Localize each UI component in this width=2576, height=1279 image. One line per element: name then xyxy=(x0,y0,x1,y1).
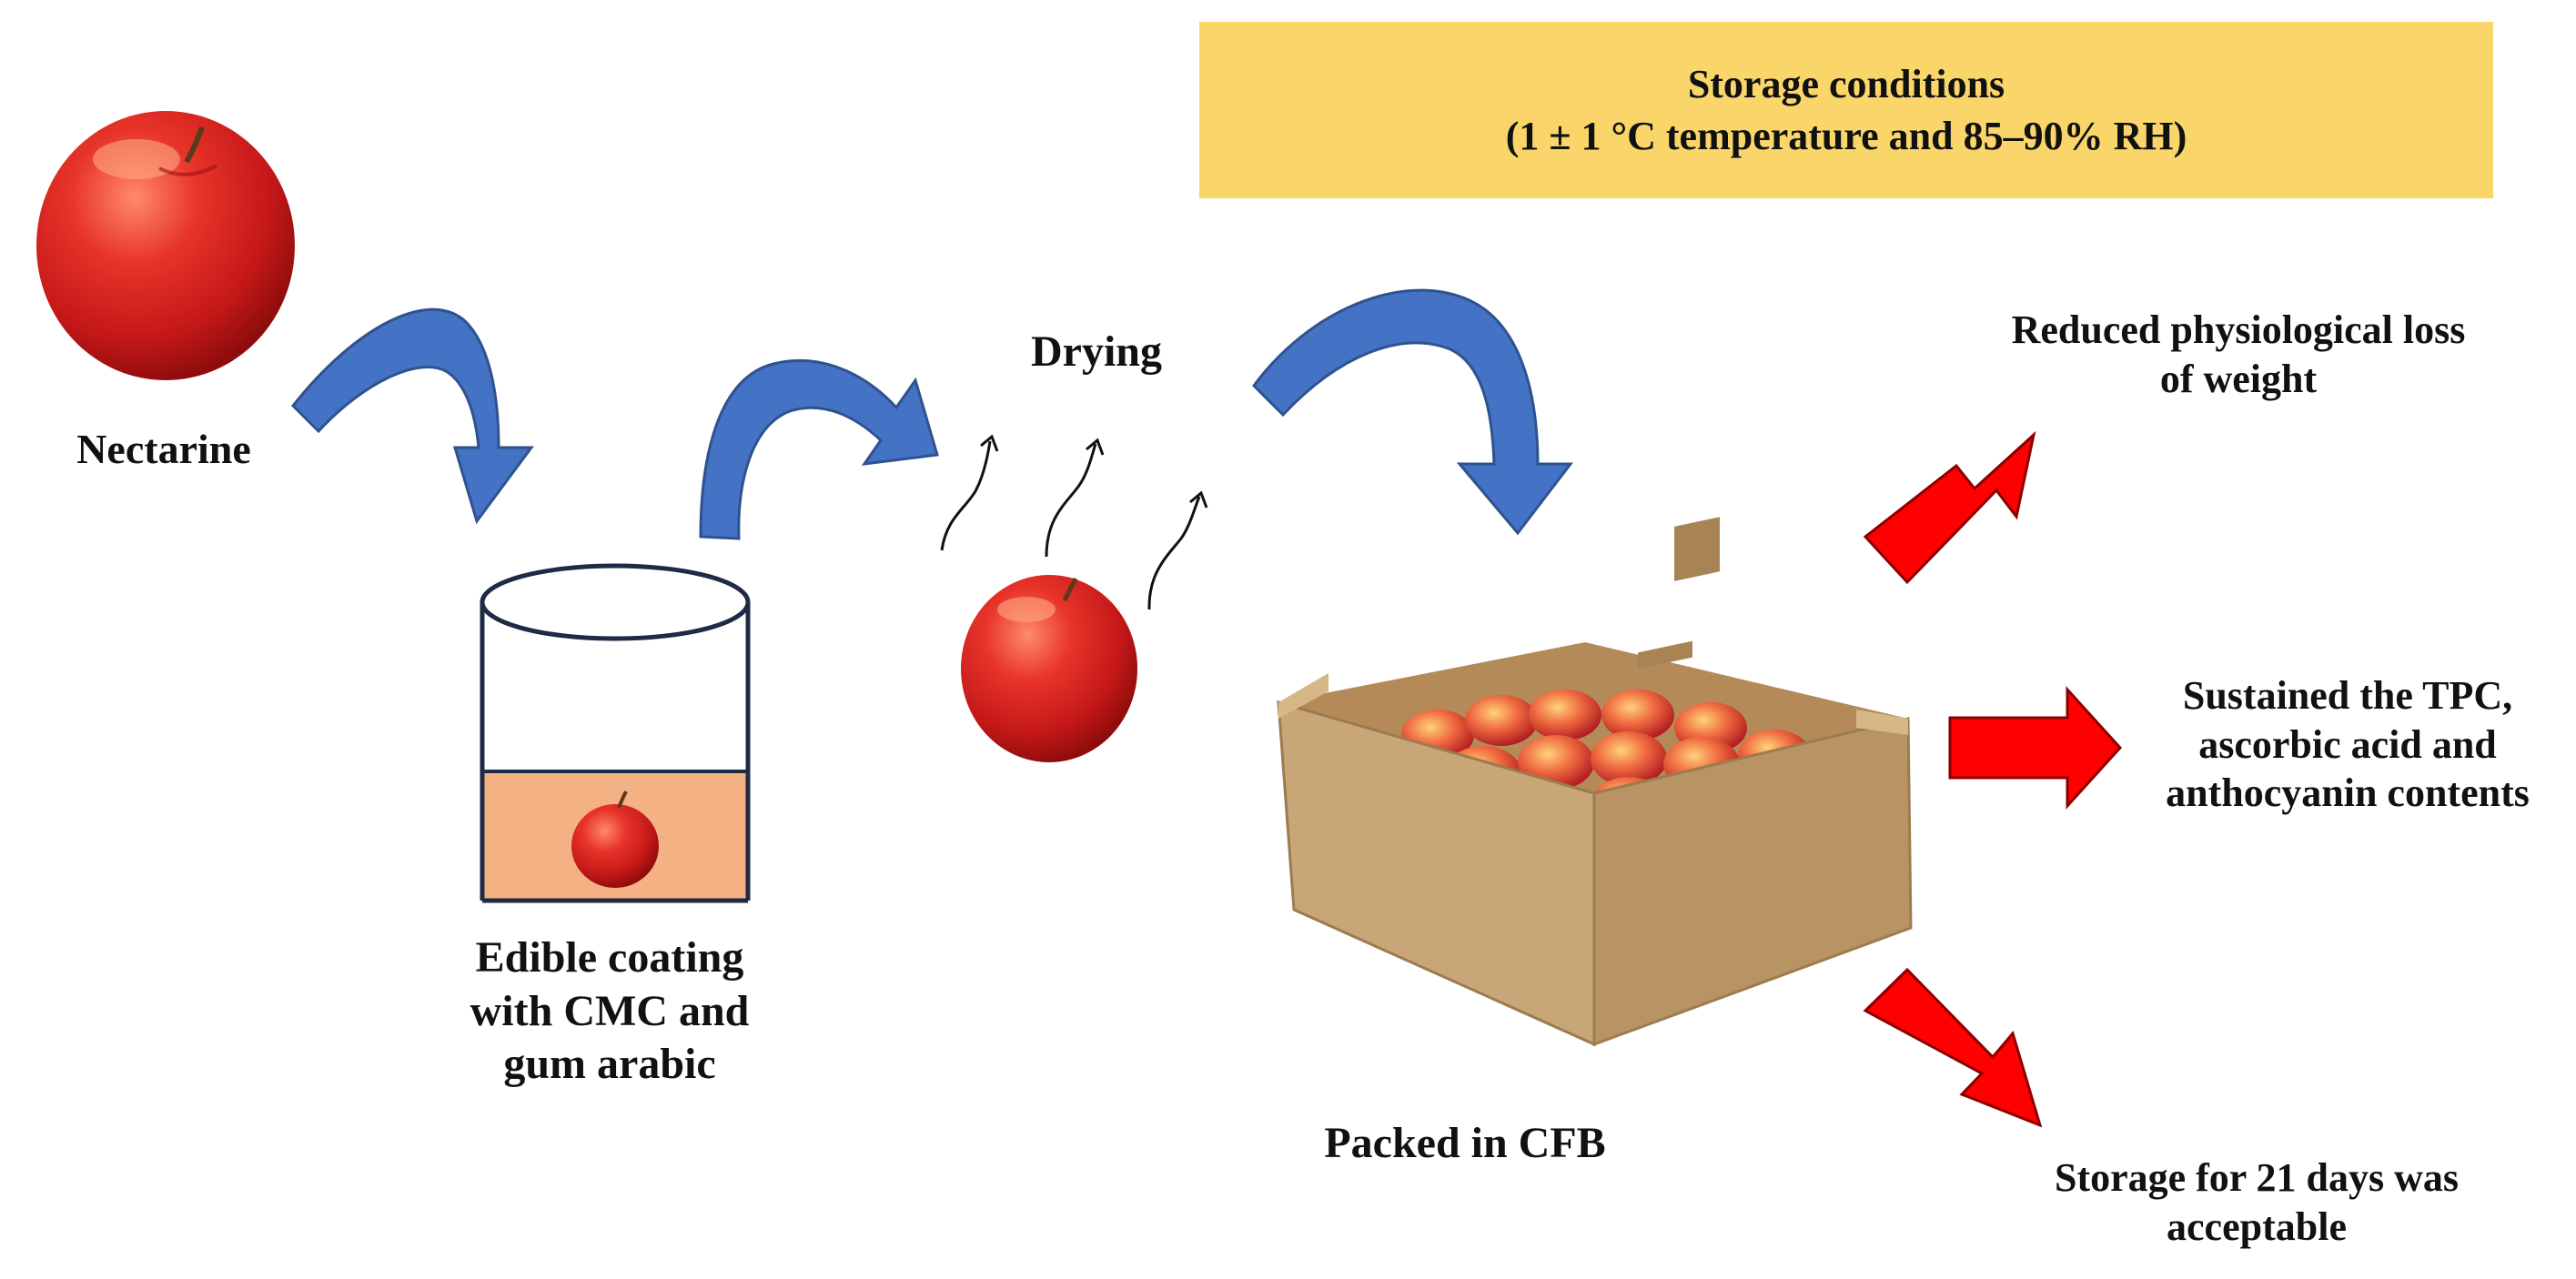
coating-beaker-icon xyxy=(480,563,751,903)
outcome-tpc-text: Sustained the TPC, ascorbic acid and ant… xyxy=(2125,671,2571,818)
label-coating-line1: Edible coating xyxy=(475,933,744,982)
label-packed-in-cfb: Packed in CFB xyxy=(1324,1119,1606,1167)
outcome-arrow-weight-icon xyxy=(1863,430,2036,585)
outcome-storage-line2: acceptable xyxy=(2167,1203,2347,1249)
outcome-weight-line2: of weight xyxy=(2159,356,2318,401)
outcome-weight-text: Reduced physiological loss of weight xyxy=(1956,306,2520,403)
label-nectarine: Nectarine xyxy=(76,426,251,472)
outcome-weight-line1: Reduced physiological loss xyxy=(2011,307,2466,352)
outcome-storage-line1: Storage for 21 days was xyxy=(2054,1155,2460,1200)
outcome-tpc-line3: anthocyanin contents xyxy=(2166,770,2530,816)
storage-conditions-title: Storage conditions xyxy=(1687,61,2005,106)
outcome-tpc-line1: Sustained the TPC, xyxy=(2182,673,2513,718)
label-coating-line3: gum arabic xyxy=(503,1040,716,1089)
flow-arrow-to-coating-icon xyxy=(290,307,534,525)
label-edible-coating: Edible coating with CMC and gum arabic xyxy=(400,932,819,1092)
storage-conditions-banner xyxy=(1199,22,2493,198)
flow-arrow-to-packing-icon xyxy=(1252,288,1574,536)
storage-conditions-detail: (1 ± 1 °C temperature and 85–90% RH) xyxy=(1505,114,2187,158)
outcome-arrow-storage-icon xyxy=(1863,967,2043,1128)
drying-fruit-icon xyxy=(961,575,1137,762)
outcome-storage-text: Storage for 21 days was acceptable xyxy=(1984,1153,2530,1251)
storage-conditions-text: Storage conditions (1 ± 1 °C temperature… xyxy=(1199,22,2493,198)
packed-box-icon xyxy=(1277,517,1913,1047)
label-coating-line2: with CMC and xyxy=(470,986,750,1035)
nectarine-fruit-icon xyxy=(36,111,295,380)
outcome-arrow-tpc-icon xyxy=(1948,686,2123,810)
flow-arrow-to-drying-icon xyxy=(699,358,939,540)
outcome-tpc-line2: ascorbic acid and xyxy=(2198,721,2497,767)
label-drying: Drying xyxy=(1031,327,1162,376)
steam-arrows-icon xyxy=(940,434,1208,610)
